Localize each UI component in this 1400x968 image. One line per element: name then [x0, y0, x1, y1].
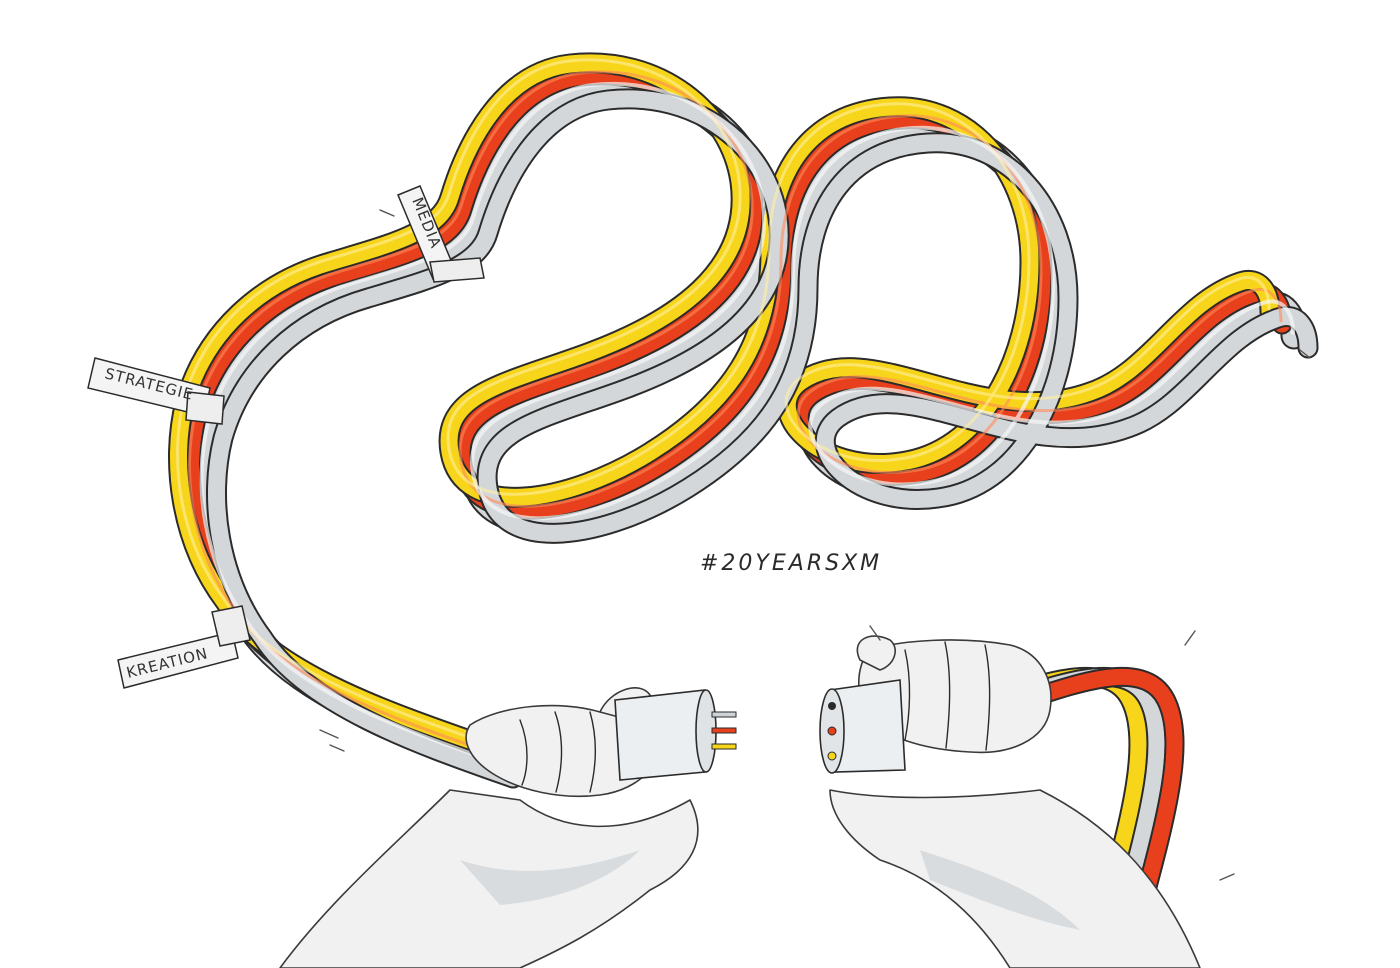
left-hand [279, 687, 699, 968]
hashtag-text: #20YEARSXM [700, 551, 882, 576]
plug-female [819, 679, 906, 774]
right-hand [829, 635, 1201, 968]
plug-male [614, 689, 737, 781]
tag-kreation: KREATION [117, 605, 251, 689]
motion-marks [319, 209, 1311, 881]
